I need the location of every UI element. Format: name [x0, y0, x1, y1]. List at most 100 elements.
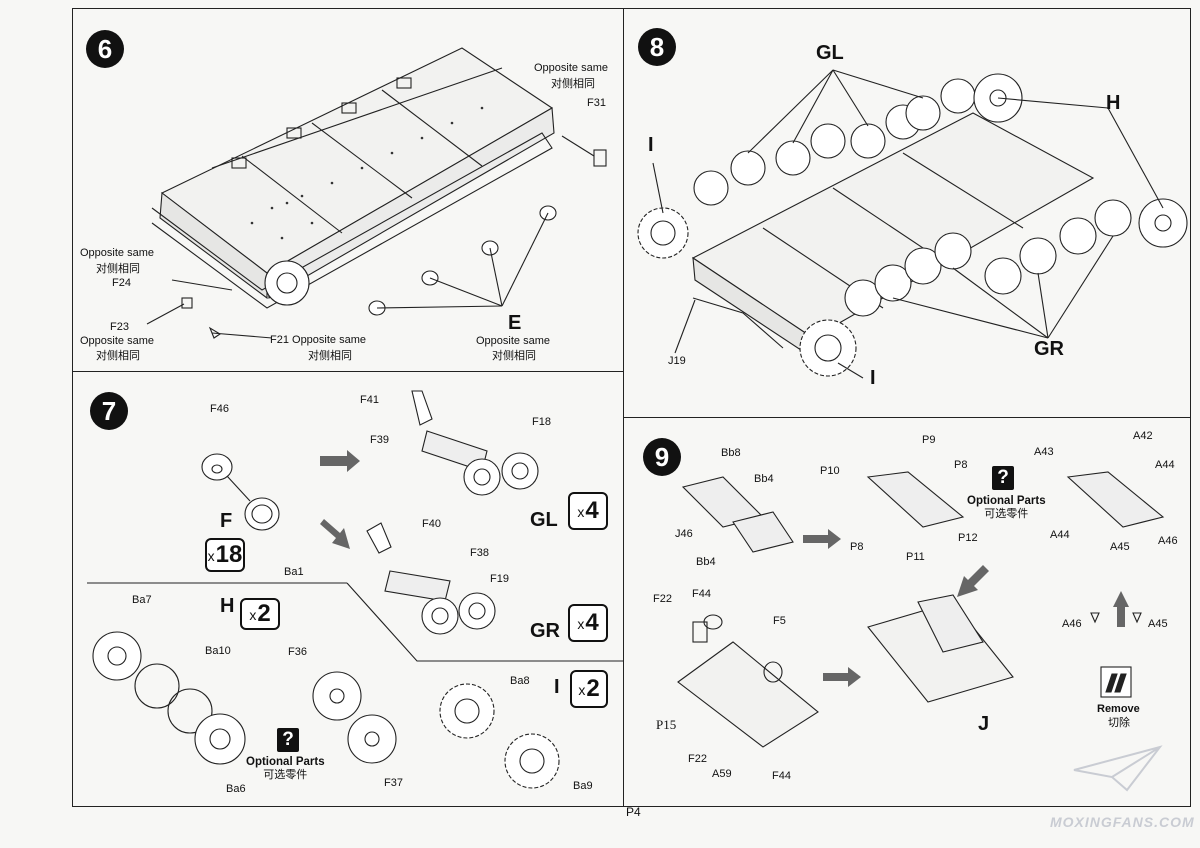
step7-qty-f: x18 [205, 538, 245, 572]
step6-opp-f23-cn: 对侧相同 [96, 350, 140, 362]
step9-label-j46: J46 [675, 528, 693, 540]
step7-label-h: H [220, 595, 235, 617]
step9-label-a46-b: A46 [1062, 618, 1082, 630]
step6-opp-f24-cn: 对侧相同 [96, 263, 140, 275]
step8-label-gl: GL [816, 42, 844, 64]
step9-label-p8-right: P8 [954, 459, 968, 471]
step-8-running-gear-drawing [637, 69, 1188, 379]
step9-label-bb4-top: Bb4 [754, 473, 774, 485]
qty-number: 4 [585, 609, 599, 636]
step7-optional-text: Optional Parts 可选零件 [246, 756, 325, 782]
step9-label-f44-top: F44 [692, 588, 711, 600]
paper-plane-logo [1073, 745, 1163, 792]
step-9-number: 9 [643, 438, 681, 476]
step7-qty-gr: x4 [568, 604, 608, 642]
step9-label-a44-left: A44 [1050, 529, 1070, 541]
step7-label-ba7: Ba7 [132, 594, 152, 606]
step6-opp-f24-en: Opposite same [80, 247, 154, 259]
step9-label-a44-right: A44 [1155, 459, 1175, 471]
step9-label-p8-left: P8 [850, 541, 864, 553]
step9-label-f44-bottom: F44 [772, 770, 791, 782]
step-7-wheels-drawing [87, 390, 624, 789]
step9-label-a46: A46 [1158, 535, 1178, 547]
step8-label-h: H [1106, 92, 1121, 114]
step-7-number: 7 [90, 392, 128, 430]
optional-label-cn: 可选零件 [263, 769, 308, 781]
step9-remove-cn: 切除 [1108, 717, 1130, 729]
step9-label-p12: P12 [958, 532, 978, 544]
step6-label-f21: F21 Opposite same [270, 334, 366, 346]
optional-label-cn: 可选零件 [984, 508, 1029, 520]
step9-label-p15: P15 [656, 717, 677, 732]
step9-label-bb4-bottom: Bb4 [696, 556, 716, 568]
qty-x: x [577, 615, 585, 632]
step9-optional-text: Optional Parts 可选零件 [967, 495, 1046, 521]
step7-label-f39: F39 [370, 434, 389, 446]
step9-label-a45-b: A45 [1148, 618, 1168, 630]
step7-label-ba1: Ba1 [284, 566, 304, 578]
step7-label-f46: F46 [210, 403, 229, 415]
step6-label-f23: F23 [110, 321, 129, 333]
step6-opp-f21-cn: 对侧相同 [308, 350, 352, 362]
qty-x: x [578, 681, 586, 698]
step9-label-a43: A43 [1034, 446, 1054, 458]
step9-label-bb8: Bb8 [721, 447, 741, 459]
step9-label-a59: A59 [712, 768, 732, 780]
step9-label-f22-bottom: F22 [688, 753, 707, 765]
step8-label-i-top: I [648, 134, 654, 156]
optional-label-en: Optional Parts [967, 495, 1046, 507]
step-6-hull-drawing [146, 47, 607, 339]
step7-label-gl: GL [530, 509, 558, 531]
step7-label-f18: F18 [532, 416, 551, 428]
page-number: P4 [626, 805, 641, 819]
step7-qty-i: x2 [570, 670, 608, 708]
step9-label-a42: A42 [1133, 430, 1153, 442]
step9-label-f5: F5 [773, 615, 786, 627]
step8-label-gr: GR [1034, 338, 1064, 360]
step-9-tracks-drawing [677, 471, 1165, 748]
step8-label-j19: J19 [668, 355, 686, 367]
step6-opp-f31-en: Opposite same [534, 62, 608, 74]
qty-x: x [249, 606, 257, 623]
step7-label-f: F [220, 510, 233, 532]
qty-number: 2 [586, 675, 600, 702]
qty-number: 2 [257, 600, 271, 627]
step7-label-f40: F40 [422, 518, 441, 530]
step9-optional-icon: ? [992, 466, 1014, 490]
optional-label-en: Optional Parts [246, 756, 325, 768]
step7-label-f38: F38 [470, 547, 489, 559]
step9-remove-en: Remove [1097, 703, 1140, 715]
step9-label-j: J [978, 713, 990, 735]
step7-label-ba8: Ba8 [510, 675, 530, 687]
step6-opp-e-en: Opposite same [476, 335, 550, 347]
step-6-number: 6 [86, 30, 124, 68]
step7-label-f36: F36 [288, 646, 307, 658]
step9-label-a45: A45 [1110, 541, 1130, 553]
step7-qty-h: x2 [240, 598, 280, 630]
qty-number: 18 [215, 541, 243, 568]
step9-label-p11: P11 [906, 551, 925, 563]
step9-label-p10: P10 [820, 465, 840, 477]
qty-x: x [207, 547, 215, 564]
step7-label-ba10: Ba10 [205, 645, 231, 657]
qty-x: x [577, 503, 585, 520]
watermark: MOXINGFANS.COM [1050, 814, 1195, 830]
step7-label-ba9: Ba9 [573, 780, 593, 792]
step7-qty-gl: x4 [568, 492, 608, 530]
step9-label-f22-top: F22 [653, 593, 672, 605]
step6-opp-f23-en: Opposite same [80, 335, 154, 347]
qty-number: 4 [585, 497, 599, 524]
step9-label-p9: P9 [922, 434, 936, 446]
step6-opp-f31-cn: 对侧相同 [551, 78, 595, 90]
step-8-number: 8 [638, 28, 676, 66]
step7-label-i: I [554, 676, 560, 698]
step6-label-f31: F31 [587, 97, 606, 109]
step7-label-f19: F19 [490, 573, 509, 585]
step7-label-f37: F37 [384, 777, 403, 789]
step6-opp-e-cn: 对侧相同 [492, 350, 536, 362]
step7-optional-icon: ? [277, 728, 299, 752]
step8-label-i-bottom: I [870, 367, 876, 389]
step7-label-gr: GR [530, 620, 560, 642]
step7-label-ba6: Ba6 [226, 783, 246, 795]
